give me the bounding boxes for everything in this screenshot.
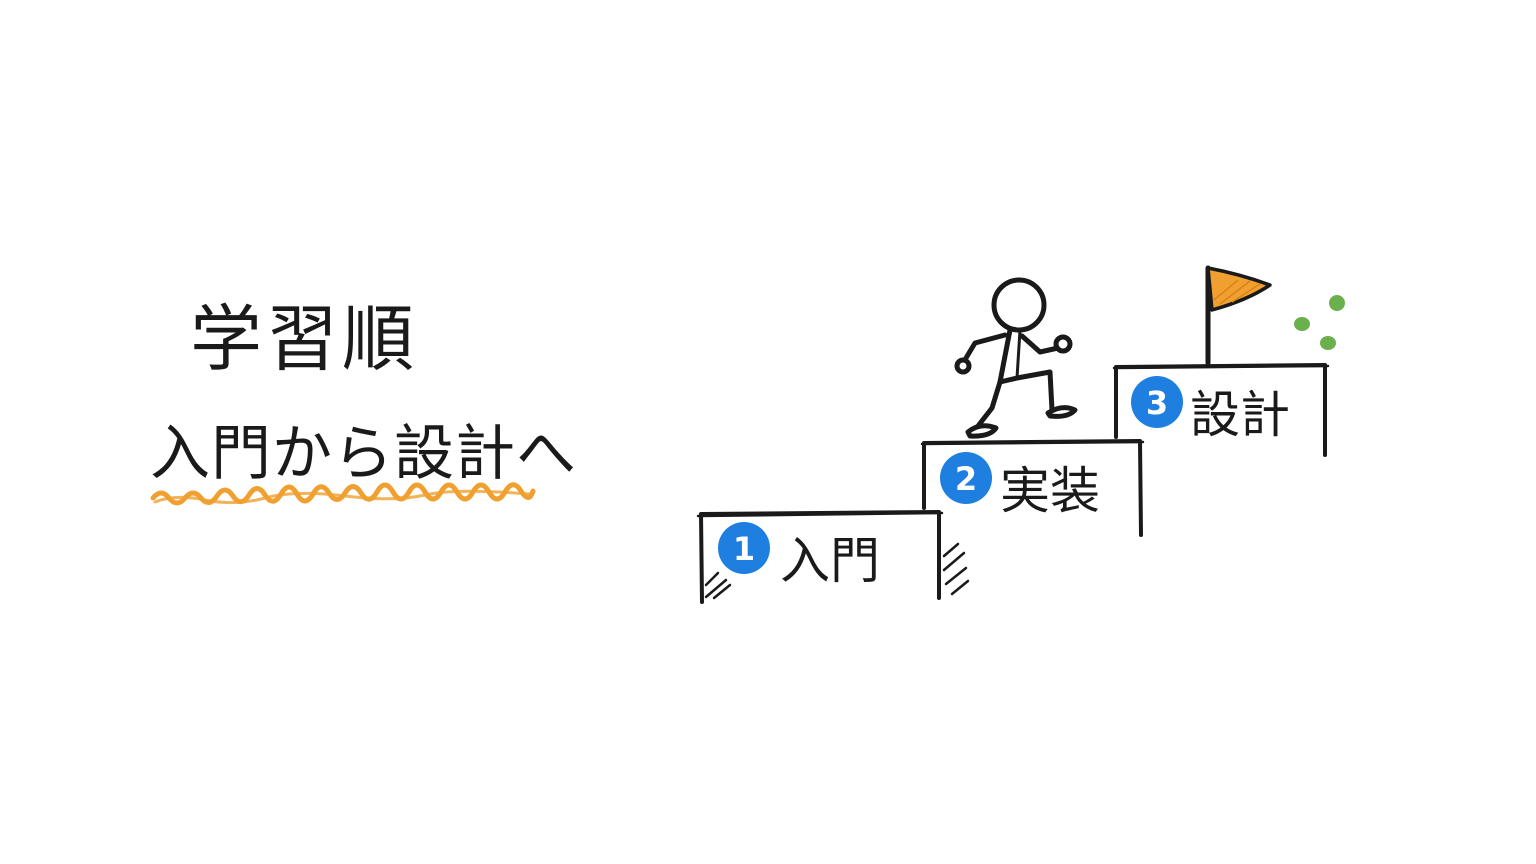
hatch-marks-right (942, 542, 970, 596)
step-number-3: 3 (1146, 384, 1168, 422)
step-number-1: 1 (733, 530, 755, 568)
step-badge-3 (1131, 376, 1183, 428)
step-number-2: 2 (955, 460, 977, 498)
step-1: 1 入門 (696, 510, 970, 604)
flag-icon (1205, 265, 1272, 366)
step-badge-1 (718, 522, 770, 574)
sparkle-dots-icon (1294, 295, 1345, 350)
stick-figure-icon (954, 277, 1078, 439)
step-badge-2 (940, 452, 992, 504)
squiggle-underline (150, 482, 536, 506)
step-label-3: 設計 (1190, 386, 1290, 444)
step-label-2: 実装 (1000, 462, 1100, 520)
page-subtitle: 入門から設計へ (150, 419, 577, 489)
page-title: 学習順 (190, 297, 419, 381)
step-3: 3 設計 (1112, 363, 1330, 457)
step-label-1: 入門 (780, 532, 880, 590)
hatch-marks-left (704, 571, 732, 600)
step-2: 2 実装 (920, 439, 1145, 537)
